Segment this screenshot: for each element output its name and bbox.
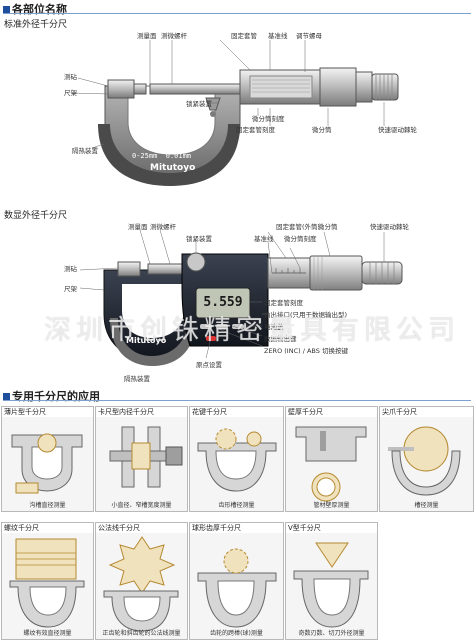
label-insulator: 隔热装置 xyxy=(72,147,98,155)
blade-micrometer-icon xyxy=(11,433,83,494)
app-card-ball-gear: 球形齿厚千分尺 齿轮的跨棒(球)测量 xyxy=(189,522,284,640)
app-card-thread: 螺纹千分尺 螺纹有效直径测量 xyxy=(1,522,94,640)
d-label-anvil: 测砧 xyxy=(64,265,77,273)
app-title: 薄片型千分尺 xyxy=(2,407,93,417)
lcd-display-value: 5.559 xyxy=(203,295,243,310)
app-caption: 奇数刃数、切刀外径测量 xyxy=(298,630,365,637)
gear-tooth-micrometer-icon xyxy=(103,536,179,632)
app-caption: 正齿轮和斜齿轮的公法线测量 xyxy=(102,630,181,637)
d-label-ratchet: 快速驱动棘轮 xyxy=(370,223,409,231)
app-caption: 齿轮的跨棒(球)测量 xyxy=(210,630,263,637)
section-title-applications: 专用千分尺的应用 xyxy=(3,388,100,404)
d-label-frame: 尺架 xyxy=(64,285,77,293)
label-lock: 锁紧装置 xyxy=(186,100,212,108)
app-card-caliper-inside: 卡尺型内径千分尺 小直径、窄槽宽度测量 xyxy=(95,406,188,512)
digital-micrometer-title: 数显外径千分尺 xyxy=(4,211,68,221)
d-label-origin: 原点设置 xyxy=(196,361,222,369)
label-thimble-scale: 微分筒刻度 xyxy=(252,115,285,123)
app-title: 尖爪千分尺 xyxy=(380,407,473,417)
d-label-sleeve-outer: 固定套管(外筒) xyxy=(276,223,321,231)
watermark-text: 深圳市创铢精密量具有限公司 xyxy=(44,315,460,346)
label-thimble: 微分筒 xyxy=(312,126,332,134)
app-title: V型千分尺 xyxy=(286,523,377,533)
app-caption: 齿形槽径测量 xyxy=(218,502,255,509)
app-card-gear-tooth: 公法线千分尺 正齿轮和斜齿轮的公法线测量 xyxy=(95,522,188,640)
app-card-tube: 壁厚千分尺 管材壁厚测量 xyxy=(285,406,378,512)
ball-gear-micrometer-icon xyxy=(197,548,277,628)
app-caption: 管材壁厚测量 xyxy=(313,502,350,509)
app-title: 球形齿厚千分尺 xyxy=(190,523,283,533)
tube-micrometer-icon xyxy=(295,426,367,502)
label-sleeve-scale: 固定套管刻度 xyxy=(236,126,275,134)
d-label-thimble-scale: 微分筒刻度 xyxy=(284,235,317,243)
d-label-index-line: 基准线 xyxy=(254,235,274,243)
app-title: 螺纹千分尺 xyxy=(2,523,93,533)
label-adjust-nut: 调节螺母 xyxy=(296,32,322,40)
app-caption: 槽径测量 xyxy=(414,502,439,509)
section-square-icon xyxy=(3,392,10,400)
d-label-output: 输出接口(只用于数据输出型) xyxy=(264,311,348,319)
label-anvil: 测砧 xyxy=(64,73,77,81)
spline-micrometer-icon xyxy=(197,428,277,492)
d-label-measuring-face: 测量面 xyxy=(128,223,148,231)
d-label-insulator: 隔热装置 xyxy=(124,375,150,383)
app-card-v-anvil: V型千分尺 奇数刃数、切刀外径测量 xyxy=(285,522,378,640)
point-micrometer-icon xyxy=(388,426,461,496)
section-divider xyxy=(3,13,471,14)
d-label-sleeve-scale: 固定套管刻度 xyxy=(264,299,303,307)
label-ratchet: 快速驱动棘轮 xyxy=(378,126,417,134)
app-caption: 沟槽直径测量 xyxy=(29,502,66,509)
standard-micrometer-diagram xyxy=(71,39,399,186)
app-card-blade: 薄片型千分尺 沟槽直径测量 xyxy=(1,406,94,512)
label-spindle: 测微螺杆 xyxy=(161,32,187,40)
digital-brand-logo: Mitutoyo xyxy=(126,336,167,345)
label-measuring-face: 测量面 xyxy=(137,32,157,40)
thread-micrometer-icon xyxy=(9,538,85,628)
d-label-lock: 锁紧装置 xyxy=(186,235,212,243)
app-caption: 螺纹有效直径测量 xyxy=(23,630,72,637)
app-card-spline: 花键千分尺 齿形槽径测量 xyxy=(189,406,284,512)
d-label-data-button: 数据输出键 xyxy=(264,335,297,343)
app-caption: 小直径、窄槽宽度测量 xyxy=(111,502,172,509)
label-index-line: 基准线 xyxy=(268,32,288,40)
app-title: 公法线千分尺 xyxy=(96,523,187,533)
standard-micrometer-title: 标准外径千分尺 xyxy=(4,20,68,30)
app-title: 壁厚千分尺 xyxy=(286,407,377,417)
digital-micrometer-diagram xyxy=(79,229,403,366)
d-label-spindle: 测微螺杆 xyxy=(150,223,176,231)
section-divider xyxy=(3,400,471,401)
section-square-icon xyxy=(3,5,10,13)
app-title: 花键千分尺 xyxy=(190,407,283,417)
frame-brand-logo: Mitutoyo xyxy=(150,163,196,173)
section-title-parts: 各部位名称 xyxy=(3,1,67,17)
v-anvil-micrometer-icon xyxy=(293,542,369,628)
label-frame: 尺架 xyxy=(64,89,77,97)
app-title: 卡尺型内径千分尺 xyxy=(96,407,187,417)
d-label-zero-button: ZERO (INC) / ABS 切换按键 xyxy=(264,347,348,355)
d-label-battery: 电池盖 xyxy=(264,323,284,331)
app-card-point: 尖爪千分尺 槽径测量 xyxy=(379,406,474,512)
d-label-thimble: 微分筒 xyxy=(318,223,338,231)
label-sleeve: 固定套管 xyxy=(231,32,257,40)
caliper-inside-micrometer-icon xyxy=(109,426,183,488)
frame-range-text: 0-25mm 0.01mm xyxy=(132,152,192,160)
